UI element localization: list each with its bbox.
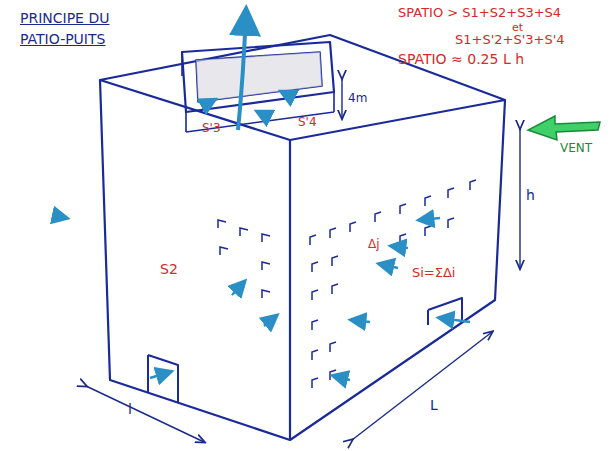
dimension-label: L bbox=[430, 398, 438, 413]
opening-label: Δj bbox=[368, 238, 380, 251]
formula-text: SPATIO ≈ 0.25 L h bbox=[398, 52, 524, 67]
wind-label: VENT bbox=[560, 142, 592, 155]
dimension-label: 4m bbox=[348, 92, 367, 105]
surface-label: S'4 bbox=[298, 116, 317, 129]
surface-label: Si=ΣΔi bbox=[412, 266, 455, 280]
surface-label: S2 bbox=[160, 262, 178, 277]
dimension-label: l bbox=[128, 402, 132, 417]
formula-text: SPATIO > S1+S2+S3+S4 bbox=[398, 6, 561, 20]
formula-text: S1+S'2+S'3+S'4 bbox=[455, 33, 565, 47]
dimension-label: h bbox=[526, 188, 535, 203]
diagram-title: PRINCIPE DU PATIO-PUITS bbox=[20, 8, 135, 50]
surface-label: S'3 bbox=[202, 122, 221, 135]
